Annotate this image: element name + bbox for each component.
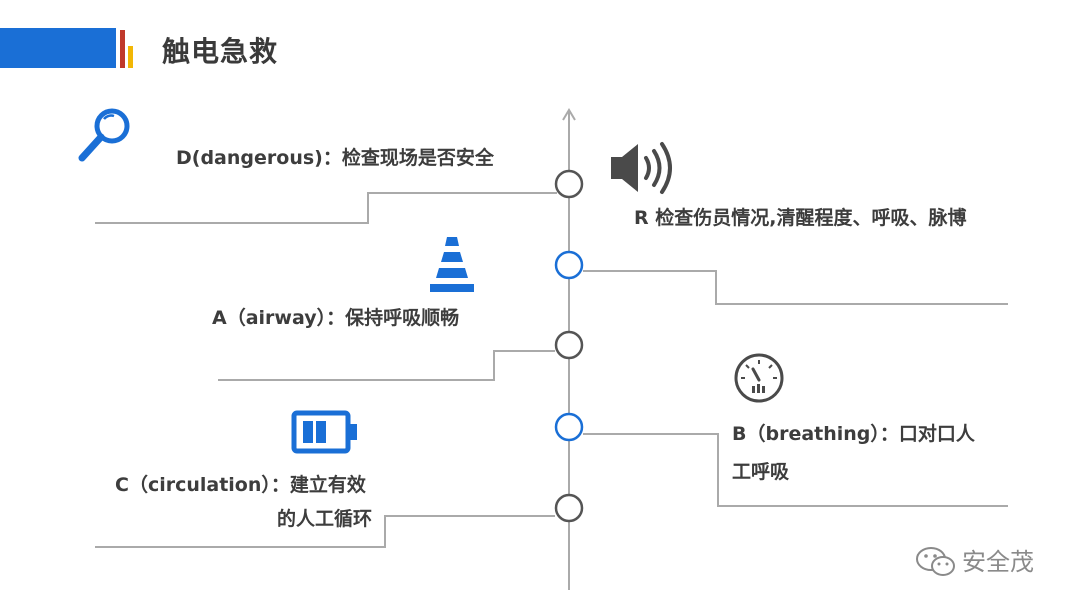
page-title: 触电急救 (162, 35, 279, 68)
node-c (554, 493, 584, 523)
step-b-label-line1: B（breathing）：口对口人 (732, 423, 975, 445)
connector-b (583, 433, 1008, 507)
step-d-label: D(dangerous)：检查现场是否安全 (176, 147, 494, 169)
step-c-label-line2: 的人工循环 (277, 508, 373, 530)
title-accent-red (120, 30, 125, 68)
title-accent-yellow (128, 46, 133, 68)
gauge-icon (734, 353, 784, 403)
node-r (554, 250, 584, 280)
step-a-label: A（airway）：保持呼吸顺畅 (212, 307, 460, 329)
step-r-label: R 检查伤员情况,清醒程度、呼吸、脉博 (634, 207, 967, 229)
connector-a (218, 350, 555, 381)
magnifier-icon (78, 108, 130, 162)
traffic-cone-icon (430, 237, 474, 292)
timeline-arrow (562, 108, 576, 121)
title-accent-bar (0, 28, 116, 68)
connector-c (95, 515, 555, 548)
step-c-label-line1: C（circulation）：建立有效 (115, 474, 366, 496)
node-d (554, 169, 584, 199)
connector-r (583, 270, 1008, 305)
step-b-label-line2: 工呼吸 (732, 461, 790, 483)
connector-d (95, 192, 557, 224)
node-b (554, 412, 584, 442)
wechat-icon (916, 547, 955, 576)
battery-icon (291, 410, 357, 454)
speaker-icon (611, 142, 672, 194)
node-a (554, 330, 584, 360)
watermark-text: 安全茂 (962, 548, 1034, 576)
